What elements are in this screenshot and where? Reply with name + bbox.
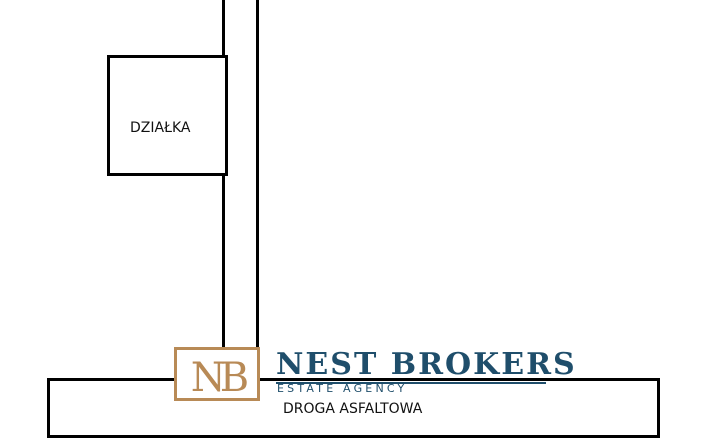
brand-name: NEST BROKERS [276, 347, 577, 382]
nb-monogram-logo: NB [174, 347, 260, 401]
brand-divider [276, 382, 546, 384]
nest-brokers-logo: NB NEST BROKERS ESTATE AGENCY [174, 347, 575, 403]
plot-label: DZIAŁKA [130, 120, 191, 136]
plot-parcel: DZIAŁKA [107, 55, 228, 176]
brand-tagline: ESTATE AGENCY [277, 382, 408, 395]
road-label: DROGA ASFALTOWA [283, 401, 423, 417]
monogram-text: NB [191, 355, 247, 401]
monogram-frame [174, 347, 260, 401]
